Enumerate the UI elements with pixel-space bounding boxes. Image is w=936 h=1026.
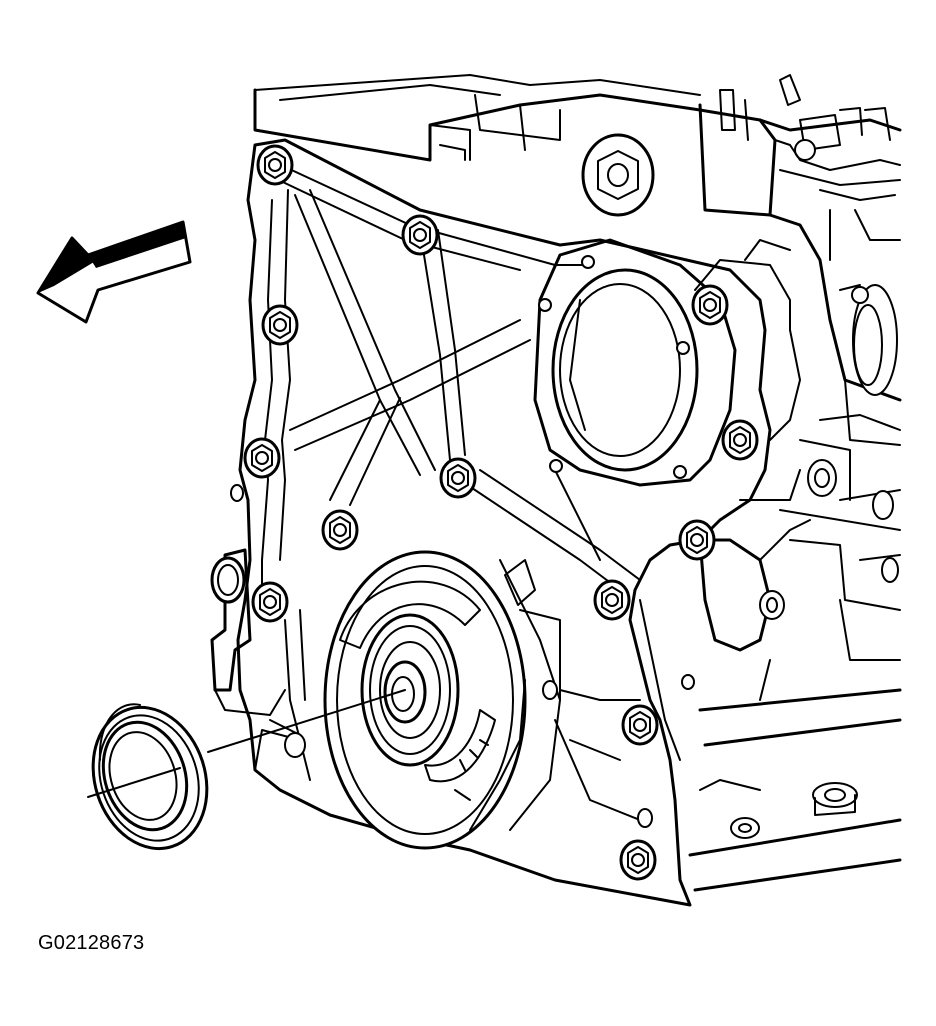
- bolt-boss: [284, 732, 306, 758]
- bolt: [321, 509, 359, 551]
- bolt: [251, 581, 289, 623]
- pump-opening: [533, 238, 811, 652]
- install-line: [87, 689, 406, 798]
- bolt: [619, 839, 657, 881]
- dowel-hole: [637, 808, 653, 828]
- engine-block: [253, 74, 902, 892]
- crankshaft-seal-bore: [323, 550, 561, 850]
- bolt: [439, 457, 477, 499]
- bolt: [256, 144, 294, 186]
- dowel-hole: [681, 674, 695, 690]
- bolt: [243, 437, 281, 479]
- bolt: [401, 214, 439, 256]
- bolt: [721, 419, 759, 461]
- bolt: [678, 519, 716, 561]
- head-bolt: [581, 133, 655, 217]
- figure-id-label: G02128673: [38, 932, 145, 954]
- bolt: [593, 579, 631, 621]
- cover-bolts: [243, 133, 759, 881]
- bolt: [691, 284, 729, 326]
- arrow-left-icon: [36, 220, 192, 324]
- dowel-hole: [542, 680, 558, 700]
- bolt: [621, 704, 659, 746]
- bolt: [261, 304, 299, 346]
